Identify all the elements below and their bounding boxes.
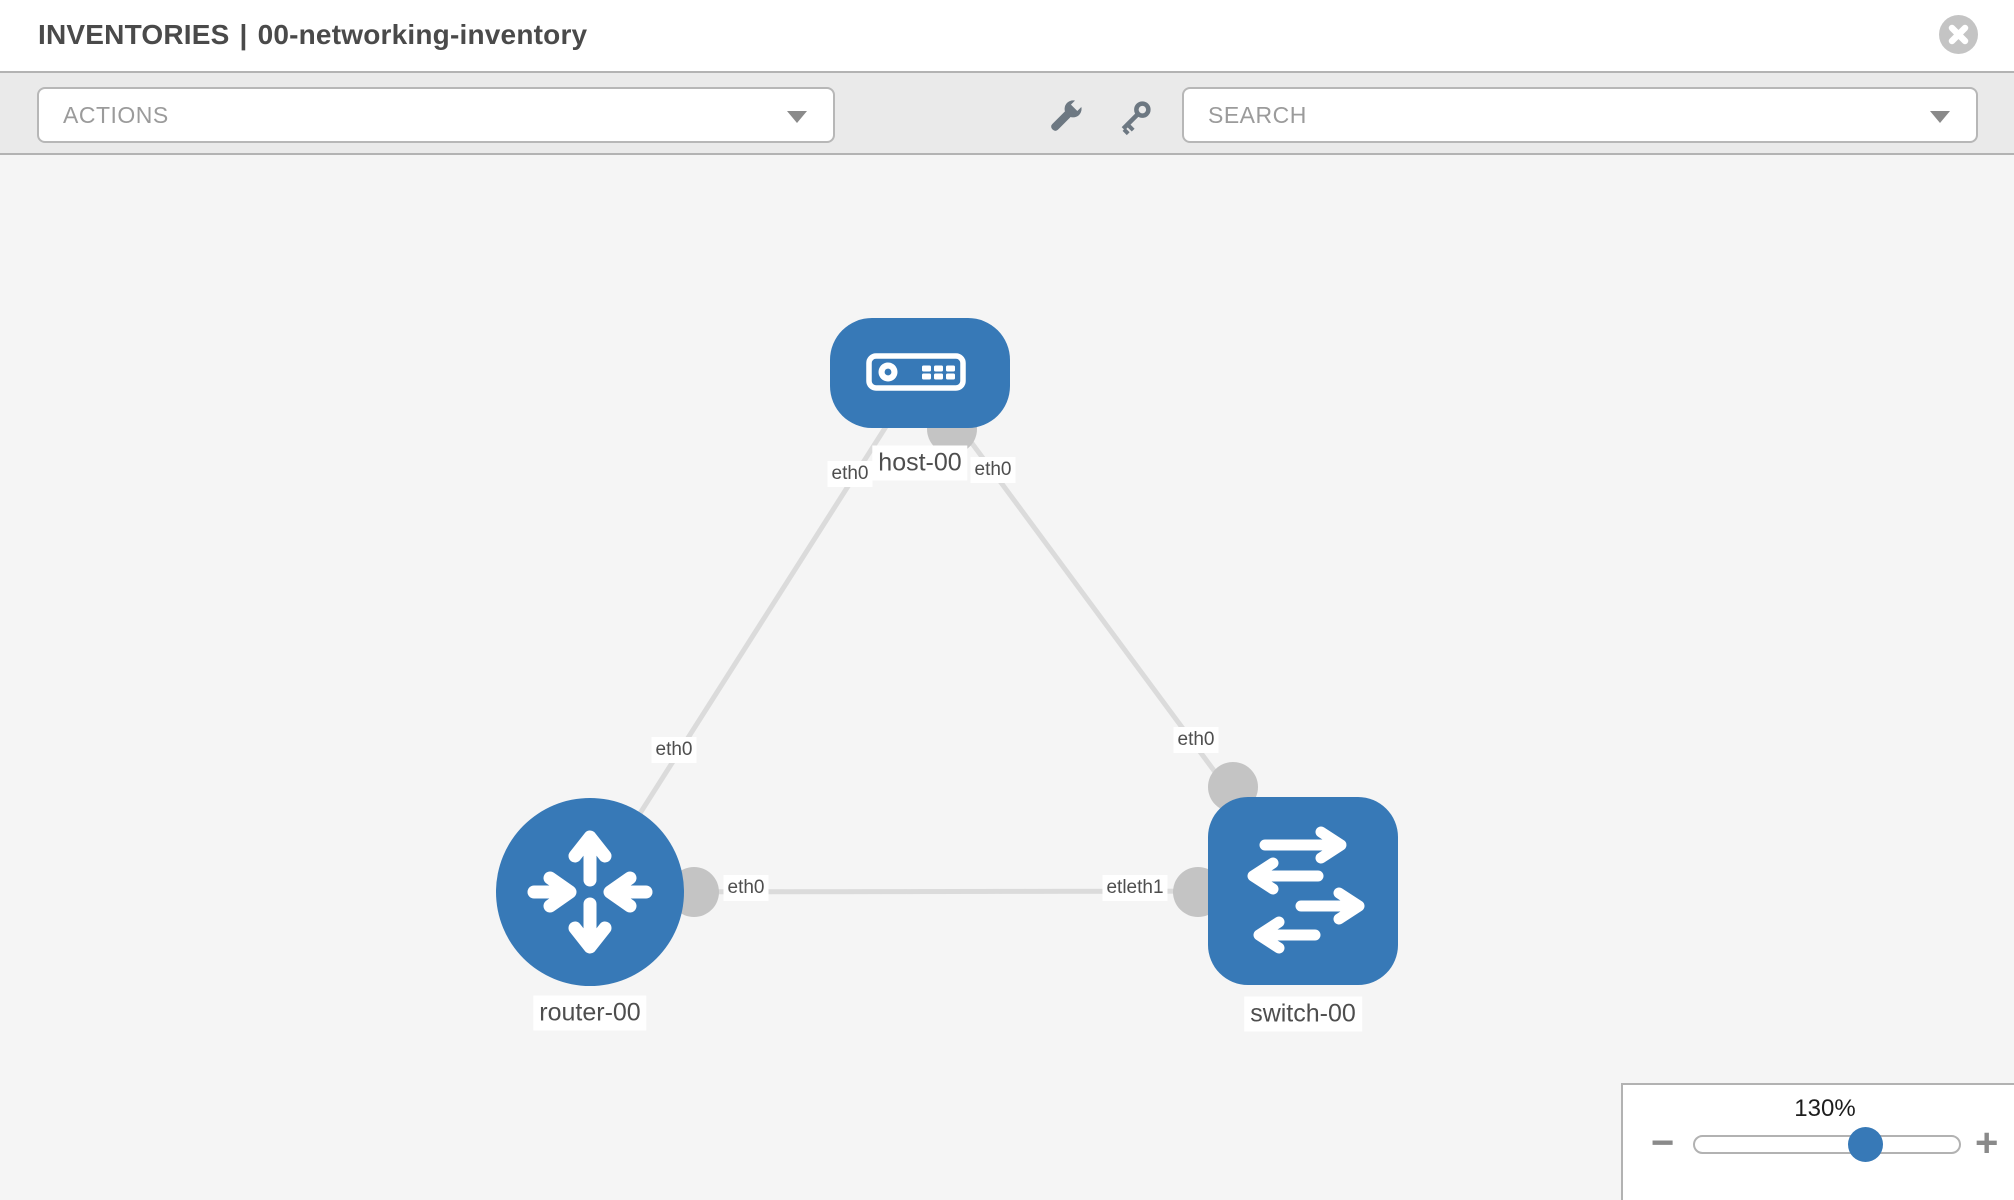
interface-label: eth0 — [1173, 727, 1219, 753]
zoom-slider-track[interactable] — [1693, 1135, 1961, 1154]
node-host-00[interactable] — [830, 318, 1010, 428]
page-title: INVENTORIES | 00-networking-inventory — [38, 19, 587, 51]
toolbar: ACTIONS SEARCH — [0, 71, 2014, 155]
actions-dropdown[interactable]: ACTIONS — [37, 87, 835, 143]
interface-label: eth0 — [970, 457, 1016, 483]
zoom-widget: 130% − + — [1621, 1083, 2014, 1200]
interface-connectors — [669, 404, 1258, 917]
zoom-in-button[interactable]: + — [1975, 1121, 1999, 1165]
node-label-host[interactable]: host-00 — [872, 445, 968, 481]
node-label-router[interactable]: router-00 — [533, 995, 647, 1031]
header: INVENTORIES | 00-networking-inventory — [0, 0, 2014, 71]
zoom-level-readout: 130% — [1794, 1095, 1856, 1122]
configure-wrench-button[interactable] — [1046, 96, 1086, 136]
link-host-router — [587, 371, 923, 894]
search-dropdown[interactable]: SEARCH — [1182, 87, 1978, 143]
chevron-down-icon — [1930, 111, 1950, 123]
node-switch-00[interactable] — [1208, 797, 1398, 985]
page-title-separator: | — [239, 19, 248, 50]
node-label-switch[interactable]: switch-00 — [1244, 996, 1362, 1032]
switch-arrows-icon — [1247, 826, 1365, 954]
search-dropdown-label: SEARCH — [1208, 102, 1307, 128]
router-arrows-icon — [527, 830, 653, 954]
page-title-section: INVENTORIES — [38, 19, 230, 50]
chevron-down-icon — [787, 111, 807, 123]
topology-canvas[interactable]: eth0 host-00 eth0 eth0 eth0 eth0 etleth1… — [0, 155, 2014, 1200]
interface-label: eth0 — [827, 461, 873, 487]
close-icon[interactable] — [1939, 15, 1978, 54]
interface-label-overlapped: etleth1 — [1102, 875, 1168, 901]
interface-label: eth0 — [651, 737, 697, 763]
interface-label: eth0 — [723, 875, 769, 901]
page-title-inventory-name: 00-networking-inventory — [257, 19, 588, 50]
actions-dropdown-label: ACTIONS — [63, 102, 169, 128]
zoom-out-button[interactable]: − — [1651, 1121, 1675, 1165]
credentials-key-button[interactable] — [1116, 96, 1156, 136]
node-router-00[interactable] — [496, 798, 684, 986]
zoom-slider-thumb[interactable] — [1848, 1127, 1883, 1162]
host-device-icon — [866, 353, 966, 391]
